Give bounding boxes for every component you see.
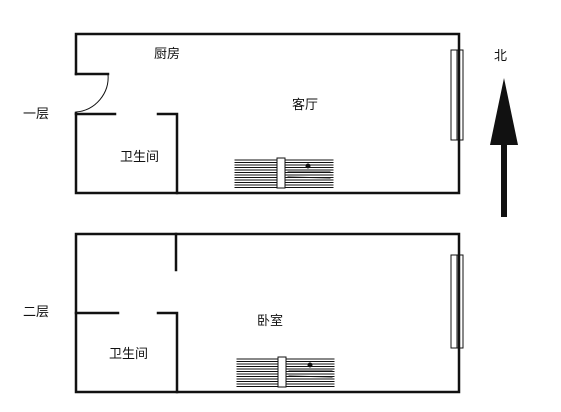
second-floor-bathroom-wall-right: [156, 311, 179, 394]
first-floor-plan: [74, 32, 464, 195]
second-floor-window: [450, 254, 464, 349]
second-floor-staircase: [236, 356, 335, 388]
first-floor-door-swing: [75, 73, 109, 113]
second-floor-outer-wall: [74, 232, 461, 394]
second-floor-plan: [74, 232, 464, 394]
north-label: 北: [494, 49, 508, 64]
second-floor-bathroom-label: 卫生间: [109, 347, 149, 362]
kitchen-label: 厨房: [154, 47, 181, 62]
second-floor-label: 二层: [23, 305, 50, 320]
living-room-label: 客厅: [292, 98, 319, 113]
first-floor-outer-wall: [74, 32, 461, 195]
first-floor-staircase: [234, 157, 334, 189]
first-floor-window: [450, 49, 464, 141]
first-floor-label: 一层: [23, 107, 50, 122]
first-floor-bathroom-label: 卫生间: [120, 150, 160, 165]
north-arrow-icon: [490, 78, 518, 217]
bedroom-label: 卧室: [257, 314, 284, 329]
first-floor-bathroom-wall-right: [156, 112, 179, 195]
